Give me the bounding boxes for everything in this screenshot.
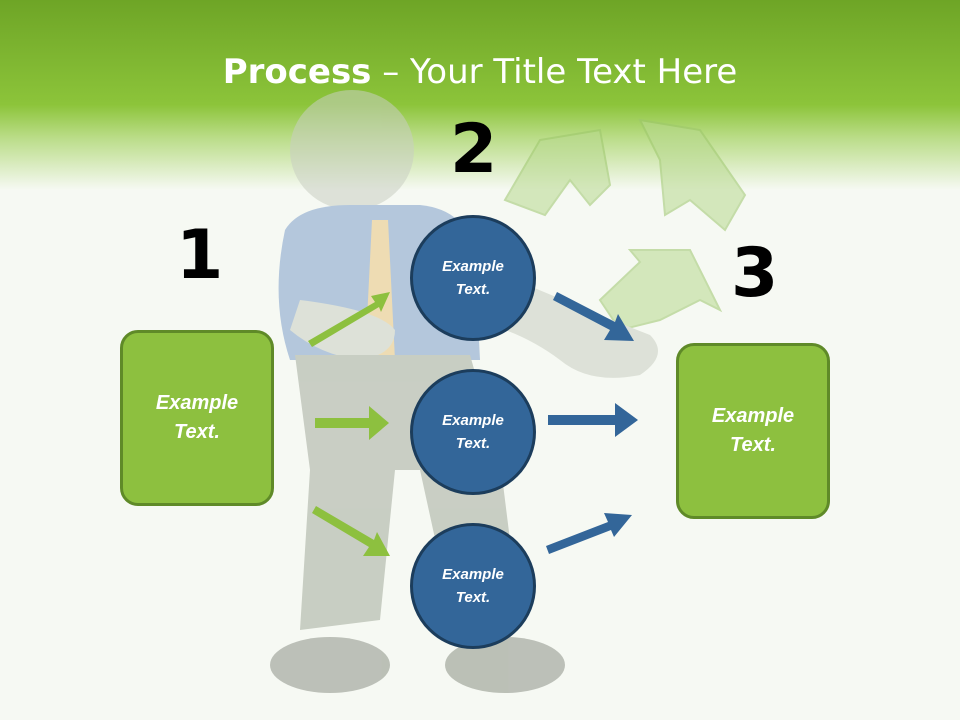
bottom-circle-label: Example Text. [442,566,504,606]
slide-title: Process – Your Title Text Here [0,52,960,92]
title-rest: – Your Title Text Here [371,52,738,92]
left-text-box: Example Text. [120,330,274,506]
right-text-box: Example Text. [676,343,830,519]
top-circle: Example Text. [410,215,536,341]
step-number-3: 3 [731,234,779,313]
right-box-label: Example Text. [711,405,795,456]
middle-circle: Example Text. [410,369,536,495]
step-number-2: 2 [450,110,498,189]
bottom-circle: Example Text. [410,523,536,649]
left-box-label: Example Text. [155,392,239,443]
step-number-1: 1 [176,216,224,295]
middle-circle-label: Example Text. [442,412,504,452]
top-circle-label: Example Text. [442,258,504,298]
title-bold: Process [222,52,372,92]
